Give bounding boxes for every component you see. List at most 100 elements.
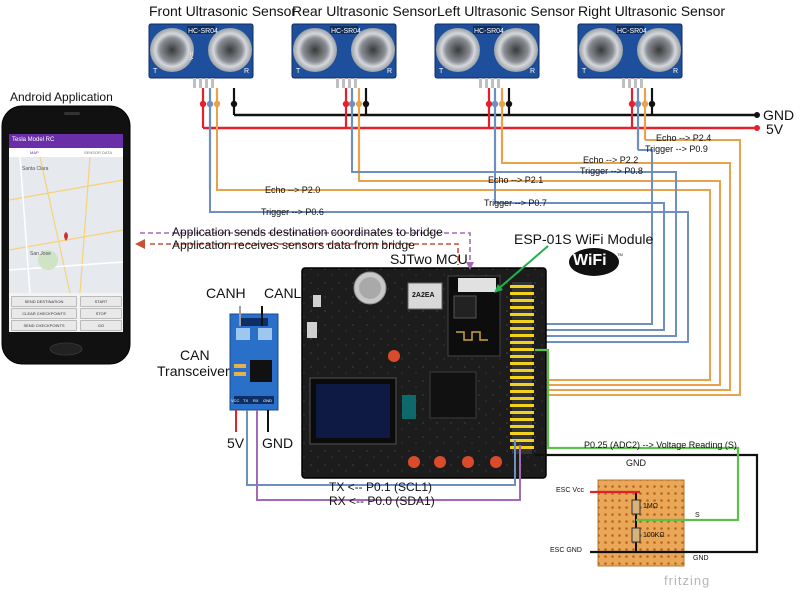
sensor-model-front: HC-SR04 bbox=[188, 28, 218, 35]
start-button[interactable]: START bbox=[80, 296, 122, 307]
can-canl-label: CANL bbox=[264, 285, 302, 301]
pin-label-vcc: Vcc bbox=[189, 51, 195, 60]
transducer-right bbox=[208, 28, 252, 72]
wifi-logo-text: WiFi bbox=[573, 252, 607, 269]
esc-gnd-label: ESC GND bbox=[550, 547, 582, 554]
app-message-receive: Application receives sensors data from b… bbox=[172, 238, 415, 252]
can-5v-label: 5V bbox=[227, 435, 245, 451]
wire-label-echo-p20: Echo --> P2.0 bbox=[265, 185, 321, 195]
sensor-pins bbox=[193, 78, 643, 88]
board-button-2 bbox=[434, 456, 446, 468]
mcu-title: SJTwo MCU bbox=[390, 251, 468, 267]
sensor-left bbox=[434, 23, 540, 79]
esp01s-module bbox=[447, 275, 501, 357]
board-button-1 bbox=[408, 456, 420, 468]
sensor-corner-r-front: R bbox=[244, 68, 250, 75]
home-button bbox=[49, 342, 83, 356]
app-bar bbox=[9, 134, 123, 148]
wifi-module-title: ESP-01S WiFi Module bbox=[514, 231, 654, 247]
android-title: Android Application bbox=[10, 90, 113, 104]
transducer-left bbox=[150, 28, 194, 72]
can-wires bbox=[235, 306, 521, 501]
vcc-rail-label: 5V bbox=[766, 121, 784, 137]
resistor-1m-label: 1MΩ bbox=[643, 503, 658, 510]
wire-junction-dots bbox=[199, 100, 656, 108]
stop-button[interactable]: STOP bbox=[80, 308, 122, 319]
can-title-line1: CAN bbox=[180, 347, 210, 363]
can-pin-vcc: VCC bbox=[231, 398, 240, 403]
wire-label-gnd: GND bbox=[626, 458, 646, 468]
esc-s-label: S bbox=[695, 512, 700, 519]
tab-map[interactable]: MAP bbox=[30, 150, 39, 155]
sensor-title-right: Right Ultrasonic Sensor bbox=[578, 3, 726, 19]
wire-label-echo-p24: Echo --> P2.4 bbox=[656, 133, 712, 143]
board-button-4 bbox=[490, 456, 502, 468]
can-title-line2: Transceiver bbox=[157, 363, 230, 379]
sensor-model-rear: HC-SR04 bbox=[331, 28, 361, 35]
sd-chip-label: 2A2EA bbox=[412, 292, 435, 299]
mcu-header-pins bbox=[510, 282, 534, 454]
sensor-corner-t-rear: T bbox=[296, 68, 301, 75]
app-bar-title: Tesla Model RC bbox=[12, 137, 55, 143]
power-rails bbox=[203, 112, 760, 131]
send-destination-button[interactable]: SEND DESTINATION COORDINATES bbox=[11, 296, 77, 313]
sensor-corner-r-rear: R bbox=[387, 68, 393, 75]
mcu-chip bbox=[429, 371, 477, 419]
resistor-100k bbox=[631, 527, 641, 543]
reset-button bbox=[388, 350, 400, 362]
send-checkpoints-button[interactable]: SEND CHECKPOINTS bbox=[11, 320, 77, 331]
sjtwo-board bbox=[301, 267, 547, 479]
can-pin-tx: TX bbox=[243, 398, 249, 403]
map-label-santa-clara: Santa Clara bbox=[22, 166, 49, 172]
clear-checkpoints-button[interactable]: CLEAR CHECKPOINTS bbox=[11, 308, 77, 319]
board-button-3 bbox=[462, 456, 474, 468]
go-button[interactable]: GO bbox=[80, 320, 122, 331]
sensor-front bbox=[148, 23, 254, 79]
sensor-corner-t-front: T bbox=[153, 68, 158, 75]
app-message-send: Application sends destination coordinate… bbox=[172, 225, 443, 239]
sd-card-slot bbox=[407, 282, 443, 310]
resistor-1m bbox=[631, 499, 641, 515]
wifi-logo bbox=[569, 248, 619, 276]
sensor-corner-r-left: R bbox=[530, 68, 536, 75]
wire-label-voltage: P0.25 (ADC2) --> Voltage Reading (S) bbox=[584, 440, 737, 450]
map-pin-icon bbox=[64, 232, 68, 241]
wire-label-echo-p21: Echo --> P2.1 bbox=[488, 175, 544, 185]
sensor-model-left: HC-SR04 bbox=[474, 28, 504, 35]
wire-label-trigger-p06: Trigger --> P0.6 bbox=[261, 207, 324, 217]
resistor-100k-label: 100KΩ bbox=[643, 532, 665, 539]
map-label-san-jose: San Jose bbox=[30, 251, 51, 257]
wire-label-rx: RX <-- P0.0 (SDA1) bbox=[329, 494, 435, 508]
wire-label-trigger-p09: Trigger --> P0.9 bbox=[645, 144, 708, 154]
gnd-rail-label: GND bbox=[763, 107, 795, 123]
sensor-rear bbox=[291, 23, 397, 79]
can-canh-label: CANH bbox=[206, 285, 246, 301]
sensor-title-left: Left Ultrasonic Sensor bbox=[437, 3, 575, 19]
wire-label-trigger-p07: Trigger --> P0.7 bbox=[484, 198, 547, 208]
sensor-corner-t-left: T bbox=[439, 68, 444, 75]
tab-sensor-data[interactable]: SENSOR DATA bbox=[84, 150, 113, 155]
esc-gnd-wire-label: GND bbox=[693, 555, 709, 562]
sensor-title-front: Front Ultrasonic Sensor bbox=[149, 3, 297, 19]
esc-vcc-label: ESC Vcc bbox=[556, 487, 585, 494]
signal-wires bbox=[209, 104, 741, 396]
esp-pointer bbox=[496, 245, 549, 291]
fritzing-watermark: fritzing bbox=[664, 573, 711, 588]
esc-wires bbox=[535, 348, 759, 554]
wifi-logo-mark: TM bbox=[617, 252, 623, 257]
can-chip bbox=[250, 360, 272, 382]
component-teal bbox=[402, 395, 416, 419]
sensor-corner-r-right: R bbox=[673, 68, 679, 75]
can-pin-gnd: GND bbox=[263, 398, 272, 403]
sensor-title-rear: Rear Ultrasonic Sensor bbox=[292, 3, 437, 19]
sensor-corner-t-right: T bbox=[582, 68, 587, 75]
sensor-model-right: HC-SR04 bbox=[617, 28, 647, 35]
can-transceiver-board bbox=[229, 313, 279, 411]
wire-label-tx: TX <-- P0.1 (SCL1) bbox=[329, 480, 433, 494]
can-pin-rx: RX bbox=[253, 398, 259, 403]
tab-bar bbox=[9, 148, 123, 157]
app-message-arrows bbox=[140, 232, 471, 265]
wire-label-echo-p22: Echo --> P2.2 bbox=[583, 155, 639, 165]
can-gnd-label: GND bbox=[262, 435, 294, 451]
wire-label-trigger-p08: Trigger --> P0.8 bbox=[580, 166, 643, 176]
